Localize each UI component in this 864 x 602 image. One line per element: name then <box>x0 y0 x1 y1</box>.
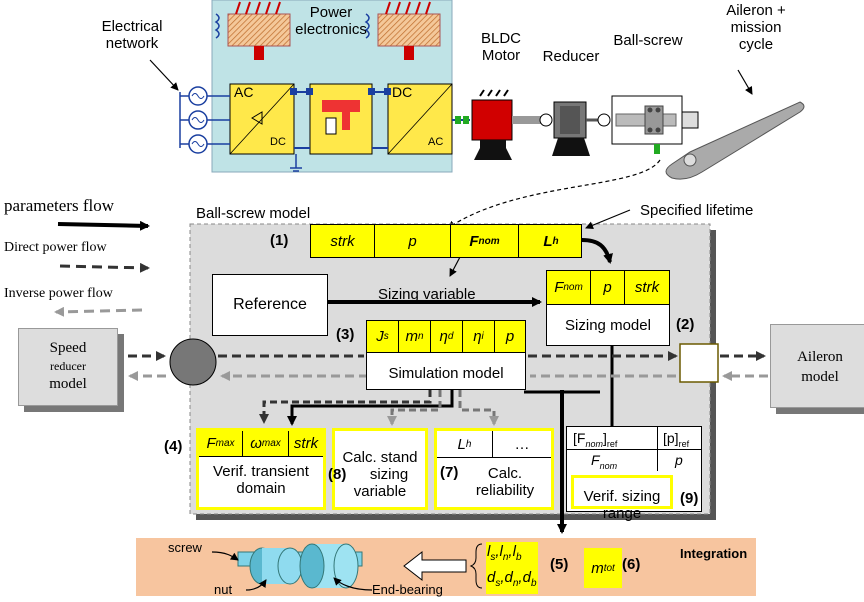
verif-sizing-label: Verif. sizing range <box>571 475 673 522</box>
box9-row2: Fnom p <box>567 449 701 471</box>
ac-left-label: AC <box>234 84 254 100</box>
geometry-variables: ls,ln,lb ds,dn,db <box>486 542 538 594</box>
box9-number: (9) <box>680 490 699 507</box>
box1-cell-strk: strk <box>311 225 375 257</box>
screw-label: screw <box>168 540 202 555</box>
nut-label: nut <box>214 582 233 597</box>
legend-direct-power-flow: Direct power flow <box>4 240 107 255</box>
sizing-model-label: Sizing model <box>565 317 651 334</box>
box9-row1: [Fnom]ref [p]ref <box>567 427 701 450</box>
box4-cell-strk: strk <box>293 435 319 452</box>
reducer-icon <box>539 101 611 156</box>
box3-number: (3) <box>336 326 355 343</box>
heatsink-right <box>364 1 441 60</box>
ac-sources <box>179 86 230 154</box>
ball-screw-icon <box>611 95 699 154</box>
reducer-label: Reducer <box>542 48 600 65</box>
integration-arrow <box>403 550 467 582</box>
speed-reducer-model-box: Speed reducer model <box>18 328 118 406</box>
box3-cell-p: p <box>505 328 515 345</box>
chopper-block <box>309 83 373 155</box>
calc-reliability-label: Calc.reliability <box>475 465 535 499</box>
box6-number: (6) <box>622 556 641 573</box>
aileron-port <box>679 343 719 383</box>
legend-parameters-flow: parameters flow <box>4 196 114 215</box>
box1-cell-p: p <box>375 225 451 257</box>
ball-screw-label: Ball-screw <box>613 32 683 49</box>
integration-title: Integration <box>680 546 748 561</box>
speed-reducer-port <box>169 338 217 386</box>
reference-box: Reference <box>212 274 328 336</box>
box8-number: (8) <box>328 466 347 483</box>
box5-number: (5) <box>550 556 569 573</box>
ac-right-label: AC <box>428 136 444 148</box>
box2-number: (2) <box>676 316 695 333</box>
dc-left-label: DC <box>270 136 286 148</box>
verif-sizing-box: [Fnom]ref [p]ref Fnom p Verif. sizing ra… <box>566 426 702 522</box>
box1-number: (1) <box>270 232 289 249</box>
aileron-icon <box>665 101 805 180</box>
mission-link <box>447 159 661 229</box>
heatsink-left <box>214 1 291 60</box>
legend-inverse-power-flow: Inverse power flow <box>4 286 113 301</box>
ball-screw-model-title: Ball-screw model <box>196 205 311 222</box>
specified-lifetime-label: Specified lifetime <box>640 202 754 219</box>
bldc-motor-icon <box>471 89 542 160</box>
box2-cell-p: p <box>591 271 625 304</box>
sizing-variable-label: Sizing variable <box>378 286 476 303</box>
simulation-model-label: Simulation model <box>388 365 504 382</box>
box4-number: (4) <box>164 438 183 455</box>
box7-number: (7) <box>440 464 459 481</box>
end-bearing-label: End-bearing <box>372 582 443 597</box>
box2-cell-strk: strk <box>634 279 660 296</box>
screw-assembly-icon <box>237 543 363 589</box>
box7-cell-more: … <box>514 435 530 453</box>
dc-right-label: DC <box>392 84 413 100</box>
